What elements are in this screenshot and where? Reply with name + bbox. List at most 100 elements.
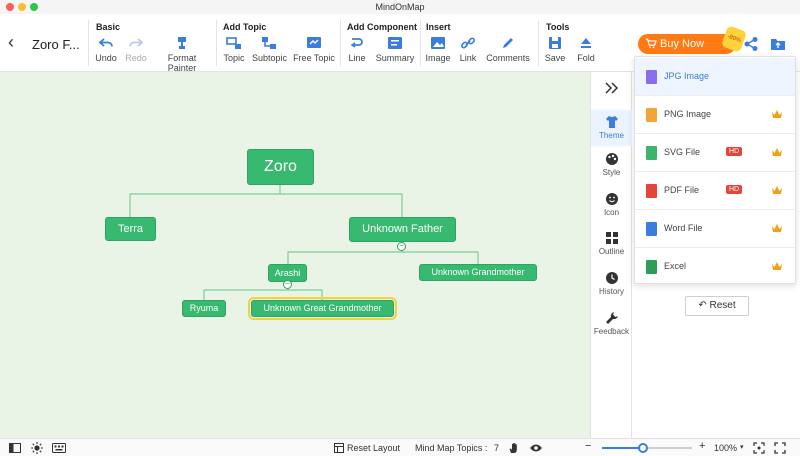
link-button[interactable]: Link [457,36,479,63]
save-button[interactable]: Save [544,36,566,63]
format-painter-button[interactable]: Format Painter [154,36,210,73]
subtopic-icon [262,37,276,49]
palette-icon [605,153,618,165]
side-tab-history[interactable]: History [591,271,632,305]
collapse-toggle-unknown-father[interactable]: − [397,242,406,251]
zoom-level[interactable]: 100% [714,443,738,453]
export-option-label: JPG Image [664,71,710,81]
export-option-excel[interactable]: Excel [635,248,795,286]
side-tab-icon[interactable]: Icon [591,192,632,226]
wrench-icon [605,312,618,324]
keyboard-icon[interactable] [52,443,66,453]
toolbar-divider [340,20,341,66]
mind-map-topics-count: 7 [494,443,500,453]
mind-map-canvas[interactable]: Zoro Terra Unknown Father − Arashi − Unk… [0,72,590,438]
eye-icon[interactable] [529,443,543,453]
fullscreen-icon[interactable] [774,442,786,454]
hd-badge: HD [726,185,743,194]
zoom-out-button[interactable]: − [585,440,592,452]
free-topic-icon [307,37,321,48]
subtopic-label: Subtopic [252,53,288,63]
side-tab-style-label: Style [602,168,621,177]
image-button[interactable]: Image [424,36,452,63]
reset-arrow-icon: ↶ [698,300,707,311]
zoom-slider[interactable] [602,443,692,453]
status-bar: Reset Layout Mind Map Topics : 7 − + 100… [0,438,800,456]
toolbar-divider [538,20,539,66]
fit-screen-icon[interactable] [753,442,765,454]
side-tab-outline[interactable]: Outline [591,231,632,265]
mind-map-node-terra[interactable]: Terra [105,217,156,241]
undo-button[interactable]: Undo [94,36,118,63]
collapse-toggle-arashi[interactable]: − [283,280,292,289]
free-topic-button[interactable]: Free Topic [293,36,335,63]
expand-panel-icon[interactable] [604,82,620,94]
redo-label: Redo [125,53,147,63]
redo-button[interactable]: Redo [124,36,148,63]
mind-map-root-node[interactable]: Zoro [247,149,314,185]
outline-grid-icon [605,232,618,244]
side-tab-style[interactable]: Style [591,152,632,186]
subtopic-button[interactable]: Subtopic [252,36,288,63]
buy-now-button[interactable]: Buy Now -80% [638,25,748,54]
export-option-word-file[interactable]: Word File [635,210,795,248]
hand-pan-icon[interactable] [508,442,520,454]
export-option-jpg-image[interactable]: JPG Image [635,58,795,96]
zoom-slider-fill [602,447,643,449]
fold-button[interactable]: Fold [575,36,597,63]
minimize-window-button[interactable] [18,3,26,11]
reset-theme-button[interactable]: ↶ Reset [685,296,749,316]
close-window-button[interactable] [6,3,14,11]
premium-crown-icon [772,262,782,270]
file-type-icon [646,260,657,274]
link-label: Link [459,53,477,63]
image-label: Image [425,53,451,63]
zoom-slider-thumb[interactable] [637,443,648,453]
sidebar-toggle-icon[interactable] [9,443,21,453]
smiley-icon [605,193,618,205]
zoom-dropdown-icon[interactable]: ▾ [740,444,744,451]
hd-badge: HD [726,147,743,156]
group-label-tools: Tools [546,22,570,32]
reset-layout-button[interactable]: Reset Layout [347,443,401,453]
mind-map-node-unknown-great-grandmother[interactable]: Unknown Great Grandmother [248,297,397,320]
export-folder-icon[interactable] [770,37,786,51]
cart-icon [645,38,657,49]
side-tab-theme[interactable]: Theme [591,110,632,146]
export-option-label: PNG Image [664,109,712,119]
side-tab-feedback[interactable]: Feedback [591,311,632,345]
zoom-in-button[interactable]: + [699,440,706,452]
maximize-window-button[interactable] [30,3,38,11]
summary-icon [388,37,402,49]
side-panel: Theme Style Icon Outline History Feedbac… [590,72,632,438]
line-button[interactable]: Line [346,36,368,63]
premium-crown-icon [772,224,782,232]
mind-map-node-ryuma[interactable]: Ryuma [182,300,226,317]
mind-map-topics-label: Mind Map Topics : [415,443,488,453]
toolbar-divider [88,20,89,66]
brightness-icon[interactable] [31,442,43,454]
mind-map-node-unknown-grandmother[interactable]: Unknown Grandmother [419,264,537,281]
topic-button[interactable]: Topic [222,36,246,63]
group-label-insert: Insert [426,22,451,32]
export-option-label: Word File [664,223,703,233]
mind-map-node-unknown-father[interactable]: Unknown Father [349,217,456,242]
line-label: Line [348,53,366,63]
back-icon[interactable]: ‹ [8,32,14,52]
share-icon[interactable] [743,36,759,52]
app-title: MindOnMap [375,2,425,12]
document-title[interactable]: Zoro F... [32,37,80,52]
file-type-icon [646,222,657,236]
undo-label: Undo [95,53,117,63]
free-topic-label: Free Topic [293,53,335,63]
summary-button[interactable]: Summary [375,36,415,63]
premium-crown-icon [772,110,782,118]
side-tab-outline-label: Outline [598,247,625,256]
export-option-png-image[interactable]: PNG Image [635,96,795,134]
comments-button[interactable]: Comments [486,36,530,63]
title-bar: MindOnMap [0,0,800,14]
topic-icon [226,37,241,49]
